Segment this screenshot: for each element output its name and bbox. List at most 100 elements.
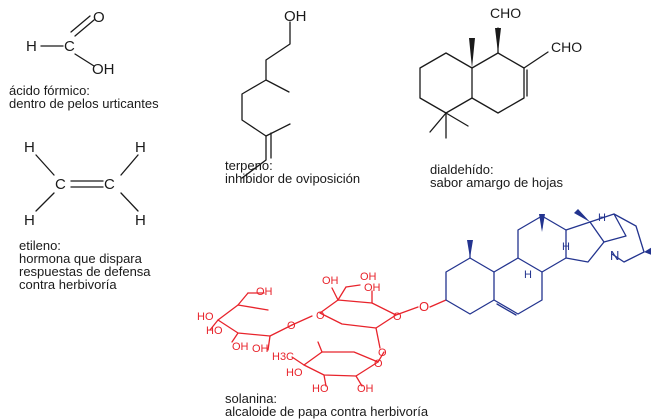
solanine-ring-o-4: O [378,347,387,359]
solanine-methyl: H3C [272,351,294,363]
dialdehyde-ring-b [471,52,525,114]
dialdehyde-caption: dialdehído: sabor amargo de hojas [430,163,563,189]
ethylene-caption: etileno: hormona que dispara respuestas … [19,239,151,291]
ethylene-h3: H [24,212,35,229]
methyl-18-wedge [539,214,545,232]
solanine-ring-o-2: O [287,320,296,332]
bond-c-o-double-a [74,19,95,37]
solanine-glycosidic-o: O [419,299,429,314]
sugar-bottom-link [377,351,385,363]
terpene-caption-title: terpeno: [225,158,273,173]
sugar-left-oh-a [209,319,219,331]
ethylene-caption-text-3: contra herbivoría [19,277,117,292]
sugar-middle-ring [319,299,397,329]
solanine-h-2: H [562,241,570,253]
methyl-c27-hash [644,247,651,255]
solanine-ho-3: HO [286,367,303,379]
ethylene-h2: H [135,139,146,156]
solanine-oh-3: OH [252,343,269,355]
sugar-bottom-oh-a [323,374,327,387]
sugar-middle-oh-b [331,287,339,301]
dialdehyde-gem-methyl-left [429,112,447,133]
bond-c2-h4 [120,192,139,212]
solanine-oh-4: OH [360,271,377,283]
solanine-caption: solanina: alcaloide de papa contra herbi… [225,392,428,418]
steroid-ring-d [565,221,605,263]
solanine-ring-o-3: O [393,311,402,323]
ethylene-caption-text-2: respuestas de defensa [19,264,151,279]
methyl-19-wedge [467,240,473,258]
dialdehyde-cho2-bond [523,51,549,69]
terpene-methyl-top [265,123,291,137]
sugar-middle-ch2oh [345,284,361,288]
glycoside-bond [429,299,447,308]
terpene-structure [241,21,291,179]
dialdehyde-gem-methyl-right [445,112,469,127]
ethylene-h4: H [135,212,146,229]
sugar-bottom-methyl [291,356,305,366]
solanine-nitrogen: N [610,248,619,263]
terpene-caption: terpeno: inhibidor de oviposición [225,159,360,185]
sugar-left-oh-b [231,332,239,343]
dialdehyde-ring-a [419,52,473,114]
bond-c1-h3 [35,192,55,212]
sugar-left-link [291,315,313,326]
ethylene-structure [35,154,139,212]
alkaloid-ring-e [589,213,627,243]
formic-o-atom: O [93,9,105,26]
solanine-oh-2: OH [232,341,249,353]
bond-c-o-double-b [70,15,91,33]
solanine-h-1: H [598,212,606,224]
steroid-ring-b [493,257,543,315]
sugar-bottom-ring [303,351,379,377]
bond-h1-c1 [35,154,55,176]
solanine-oh-6: OH [364,282,381,294]
solanine-caption-text: alcaloide de papa contra herbivoría [225,404,429,419]
steroid-ring-c [517,215,567,273]
steroid-ring-a [445,257,495,315]
solanine-ring-o-1: O [316,310,325,322]
solanine-oh-1: OH [256,286,273,298]
terpene-oh-group: OH [284,8,307,25]
sugar-left-ring [217,304,293,337]
solanine-ring-o-5: O [374,358,383,370]
solanine-oh-7: OH [357,383,374,395]
formic-caption-title: ácido fórmico: [9,83,90,98]
formic-oh-group: OH [92,61,115,78]
formic-h-atom: H [26,38,37,55]
sugar-bottom-oh-c [317,341,323,353]
steroid-ring-b-double [496,303,517,316]
dialdehyde-angular-methyl-wedge [469,38,475,68]
sugar-middle-link-o [395,306,419,316]
dialdehyde-cho2: CHO [551,39,582,55]
dialdehyde-caption-title: dialdehído: [430,162,494,177]
dialdehyde-structure [419,27,549,139]
solanine-sugar-chain [209,284,447,387]
dialdehyde-cho-wedge [495,28,501,53]
sugar-left-ch2 [237,292,249,306]
sugar-middle-link-down [375,327,381,349]
terpene-caption-text: inhibidor de oviposición [225,171,361,186]
bond-c2-h2 [120,154,139,176]
methyl-c21-hash [574,209,590,222]
solanine-ho-2: HO [206,325,223,337]
bond-c-oh [74,53,95,67]
formic-caption-text: dentro de pelos urticantes [9,96,159,111]
dialdehyde-caption-text: sabor amargo de hojas [430,175,563,190]
ethylene-h1: H [24,139,35,156]
formic-c-atom: C [64,38,75,55]
ethylene-caption-text-1: hormona que dispara [19,251,142,266]
formic-acid-structure [40,15,95,67]
solanine-ho-1: HO [197,311,214,323]
solanine-aglycone [445,213,645,316]
terpene-chain [241,21,291,179]
dialdehyde-cho1: CHO [490,5,521,21]
solanine-h-3: H [524,269,532,281]
formic-caption: ácido fórmico: dentro de pelos urticante… [9,84,159,110]
ethylene-c1: C [55,176,66,193]
sugar-middle-ch2 [337,286,347,301]
solanine-oh-5: OH [322,275,339,287]
sugar-bottom-oh-b [355,375,363,387]
